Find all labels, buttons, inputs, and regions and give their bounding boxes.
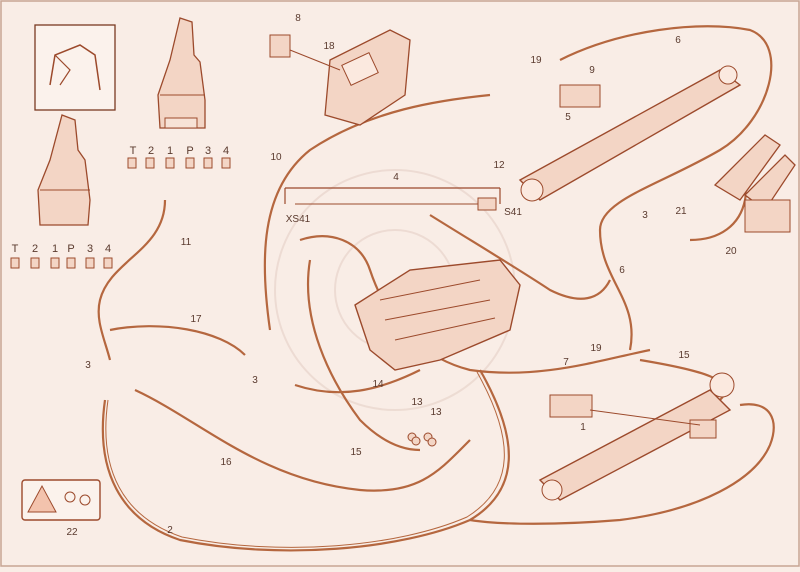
port-fittings-upper: [127, 157, 231, 169]
callout-number: 13: [430, 407, 442, 418]
excavator-inset: [34, 24, 116, 111]
hose-10: [263, 93, 491, 331]
callout-number: 18: [323, 41, 335, 52]
callout-number: 8: [295, 13, 301, 24]
port-label-upper: T: [130, 145, 137, 157]
warning-decal: [21, 479, 101, 521]
hose-14: [294, 369, 421, 394]
port-label-upper: 1: [167, 145, 173, 157]
callout-number: 22: [66, 527, 78, 538]
port-label-upper: 2: [148, 145, 154, 157]
hose-16: [134, 389, 471, 492]
port-label-lower: 2: [32, 243, 38, 255]
remote-control-unit: [269, 29, 411, 126]
callout-number: 7: [563, 357, 569, 368]
callout-number: 3: [85, 360, 91, 371]
port-label-upper: P: [186, 145, 193, 157]
callout-number: 19: [590, 343, 602, 354]
callout-number: 6: [619, 265, 625, 276]
joystick-lower: [37, 114, 91, 226]
callout-number: 4: [393, 172, 399, 183]
joystick-upper: [157, 17, 206, 129]
port-label-lower: 4: [105, 243, 111, 255]
hose-17: [109, 325, 246, 356]
port-label-lower: 1: [52, 243, 58, 255]
callout-number: 14: [372, 379, 384, 390]
port-label-lower: 3: [87, 243, 93, 255]
control-valve-block: [354, 259, 521, 371]
callout-number: 2: [167, 525, 173, 536]
hose-11: [97, 199, 167, 361]
callout-number: 9: [589, 65, 595, 76]
hose-2: [101, 369, 510, 552]
callout-labels: 1233345667891011121313141515161718191920…: [12, 13, 737, 538]
port-label-upper: 4: [223, 145, 229, 157]
hydraulic-cylinder-upper: [518, 65, 742, 202]
callout-number: 13: [411, 397, 423, 408]
callout-number: 6: [675, 35, 681, 46]
callout-number: 15: [678, 350, 690, 361]
callout-number: 17: [190, 314, 202, 325]
hose-6-top: [559, 25, 773, 351]
callout-number: 11: [181, 237, 192, 248]
wire-harness-4: [284, 187, 501, 211]
connector-label: S41: [504, 207, 522, 218]
callout-number: 1: [580, 422, 586, 433]
connector-label: XS41: [286, 214, 311, 225]
callout-number: 5: [565, 112, 571, 123]
callout-number: 16: [220, 457, 232, 468]
callout-number: 10: [270, 152, 282, 163]
hoses: [97, 25, 775, 552]
port-label-lower: T: [12, 243, 19, 255]
port-label-upper: 3: [205, 145, 211, 157]
port-fittings-lower: [10, 257, 113, 269]
callout-number: 3: [252, 375, 258, 386]
callout-number: 12: [493, 160, 505, 171]
callout-number: 20: [725, 246, 737, 257]
seal-rings: [407, 432, 437, 447]
port-label-lower: P: [67, 243, 74, 255]
callout-number: 15: [350, 447, 362, 458]
callout-number: 21: [675, 206, 687, 217]
foot-pedals: [713, 134, 796, 233]
callout-number: 3: [642, 210, 648, 221]
callout-number: 19: [530, 55, 542, 66]
hydraulic-cylinder-lower: [538, 372, 735, 501]
